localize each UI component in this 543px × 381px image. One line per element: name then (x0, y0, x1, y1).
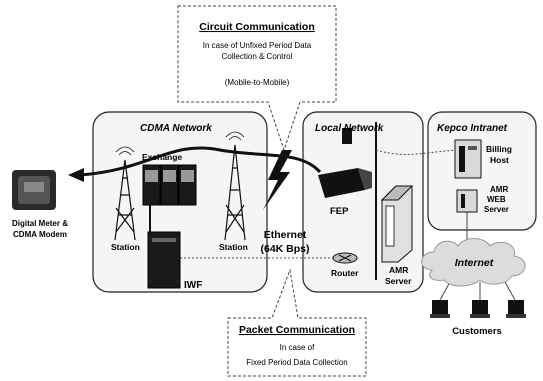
packet-title: Packet Communication (239, 324, 355, 336)
lightning-bolt-icon (263, 150, 292, 210)
amr-server-icon (380, 185, 414, 263)
customer-computer-icon (430, 300, 450, 318)
circuit-line3: (Mobile-to-Mobile) (225, 78, 290, 87)
circuit-title: Circuit Communication (199, 21, 315, 33)
fep-computer-icon (318, 128, 372, 198)
local-network-title: Local Network (315, 123, 384, 134)
customers-label: Customers (452, 326, 502, 337)
circuit-line2: Collection & Control (222, 52, 293, 61)
meter-line1: Digital Meter & (12, 219, 68, 228)
customer-computer-icon (506, 300, 526, 318)
station-left-label: Station (111, 242, 140, 252)
cdma-network-title: CDMA Network (140, 123, 212, 134)
internet-customer-link (504, 281, 516, 301)
circuit-line1: In case of Unfixed Period Data (203, 41, 312, 50)
fep-label: FEP (330, 206, 349, 217)
billing-host-server-icon (454, 139, 482, 179)
ethernet-line1: Ethernet (264, 229, 307, 241)
internet-customer-link (439, 281, 451, 301)
station-right-label: Station (219, 242, 248, 252)
router-icon (332, 252, 358, 264)
amr-web-server-icon (456, 189, 478, 213)
internet-label: Internet (455, 257, 494, 269)
digital-meter-icon (12, 170, 56, 210)
kepco-intranet-title: Kepco Intranet (437, 123, 508, 134)
circuit-callout (177, 5, 337, 152)
amr-web-line2: WEB (487, 195, 506, 204)
packet-line2: Fixed Period Data Collection (246, 358, 347, 367)
radio-tower-icon (114, 146, 136, 241)
packet-callout (227, 268, 367, 377)
ethernet-line2: (64K Bps) (260, 243, 309, 255)
amr-web-line3: Server (484, 205, 509, 214)
iwf-server-icon (147, 231, 181, 289)
local-kepco-link (375, 149, 466, 155)
exchange-cabinets (142, 164, 197, 206)
packet-line1: In case of (280, 343, 315, 352)
billing-host-line2: Host (490, 155, 509, 165)
amr-server-line2: Server (385, 276, 412, 286)
iwf-label: IWF (184, 280, 202, 291)
amr-server-line1: AMR (389, 265, 408, 275)
meter-line2: CDMA Modem (13, 230, 67, 239)
circuit-link (79, 146, 322, 177)
billing-host-line1: Billing (486, 144, 512, 154)
customer-computer-icon (470, 300, 490, 318)
exchange-label: Exchange (142, 152, 182, 162)
router-label: Router (331, 268, 359, 278)
circuit-link-arrowhead (68, 168, 84, 182)
radio-tower-icon (224, 131, 246, 241)
cloud-icon (421, 238, 526, 287)
amr-web-line1: AMR (490, 185, 508, 194)
